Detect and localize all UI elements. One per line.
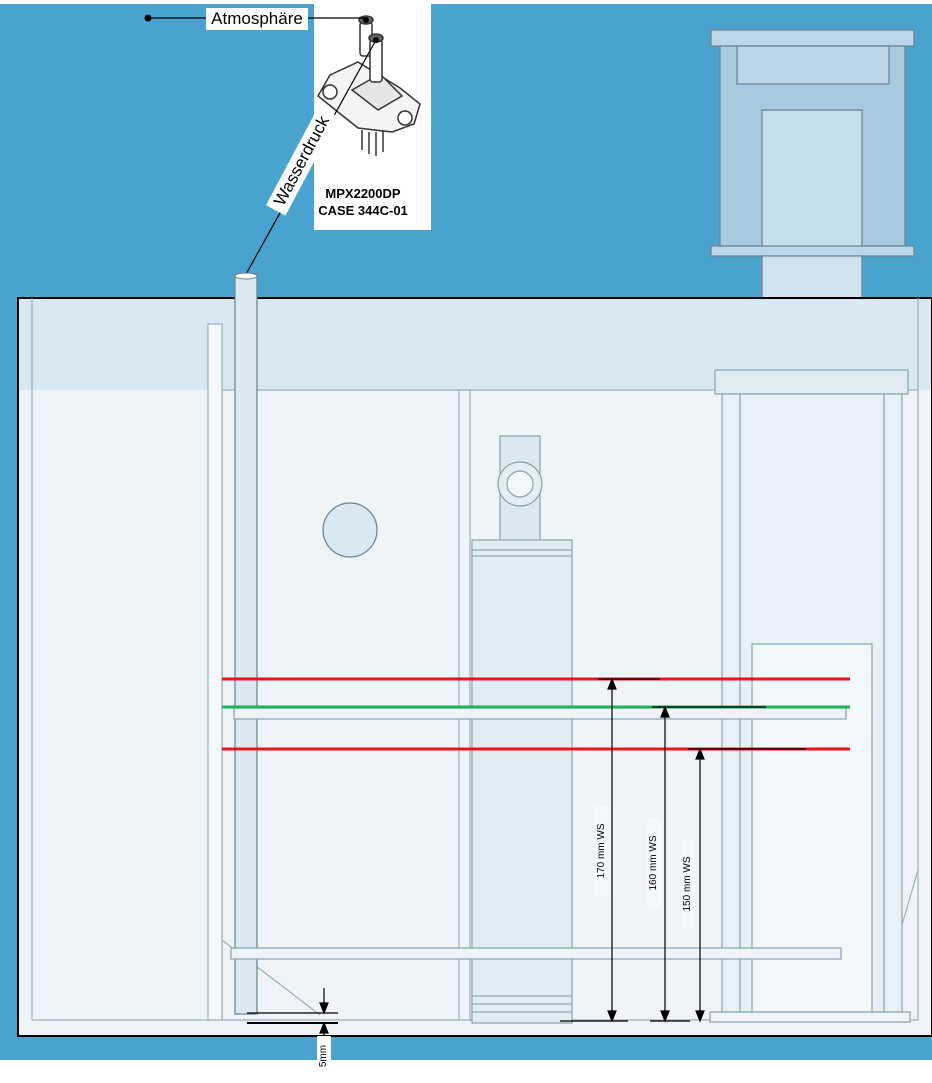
atmosphere-label: Atmosphäre [206,8,308,30]
skimmer-cup [710,29,915,373]
atmosphere-port-dot [363,17,369,23]
tank-outline [17,297,932,1037]
sensor-part-number: MPX2200DP [325,186,401,201]
water-pressure-port-dot [373,37,379,43]
dimension-label-150: 150 mm WS [681,839,695,929]
overflow-hole [322,502,378,558]
lower-shelf [230,947,842,960]
reactor-column [471,435,573,1024]
atmosphere-leader-dot [144,14,152,22]
pressure-tube-top [234,272,258,280]
dimension-label-5mm: 5mm [317,1036,331,1076]
dimension-arrows [247,677,806,1044]
skimmer-body [709,369,911,1023]
upper-shelf [233,707,847,720]
pressure-tube [234,273,258,1015]
sensor-case-label: CASE 344C-01 [318,203,408,218]
dimension-label-170: 170 mm WS [595,806,609,896]
dimension-label-160: 160 mm WS [647,818,661,908]
